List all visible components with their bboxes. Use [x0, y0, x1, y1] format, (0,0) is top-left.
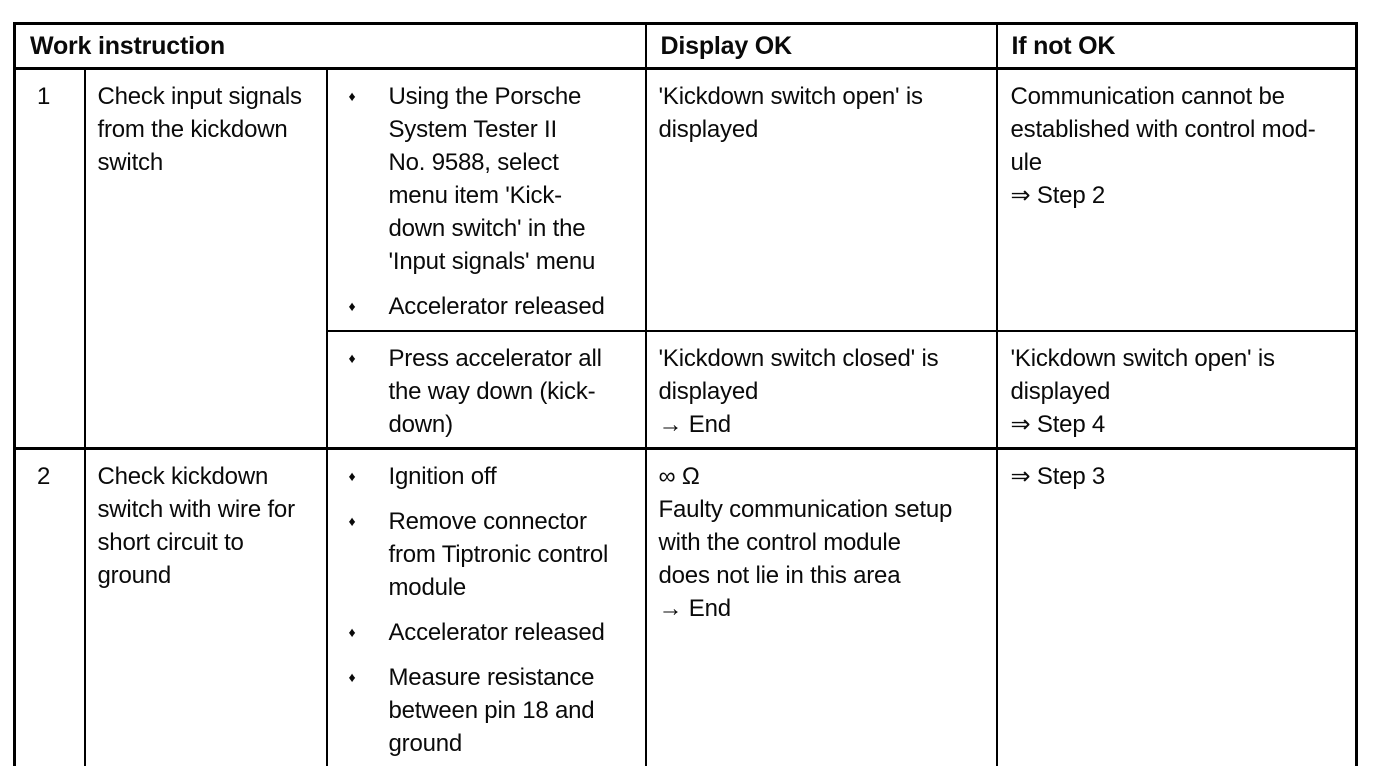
display-ok-cell: ∞ Ω Faulty communication setup with the … — [644, 446, 998, 766]
column-header-display-ok: Display OK — [644, 22, 998, 70]
diagnostic-table: Work instruction Display OK If not OK 1 … — [13, 22, 1359, 766]
step-number: 1 — [13, 67, 86, 449]
table-row-step2: 2 Check kickdown switch with wire for sh… — [13, 446, 1358, 766]
table-row-step1b: ♦ Press accelerator all the way down (ki… — [15, 329, 1358, 449]
instruction-bullet: ♦ Remove connector from Tiptronic contro… — [348, 505, 639, 604]
diamond-bullet-icon: ♦ — [348, 349, 356, 366]
instruction-text: Measure resistance between pin 18 and gr… — [388, 663, 595, 757]
diamond-bullet-icon: ♦ — [348, 88, 356, 104]
instruction-text: Accelerator released — [388, 618, 605, 646]
task-description: Check input signals from the kickdown sw… — [83, 67, 328, 449]
table-row-step1a: 1 Check input signals from the kickdown … — [13, 67, 1358, 449]
instruction-text: Using the Porsche System Tester II No. 9… — [388, 83, 596, 275]
step-number: 2 — [13, 446, 86, 766]
display-ok-cell: 'Kickdown switch open' is displayed — [644, 67, 998, 332]
instruction-text: Remove connector from Tiptronic control … — [388, 507, 609, 601]
instruction-cell: ♦ Press accelerator all the way down (ki… — [325, 329, 647, 449]
table-header-row: Work instruction Display OK If not OK — [13, 22, 1358, 70]
instruction-bullet: ♦ Accelerator released — [348, 616, 639, 649]
instruction-text: Press accelerator all the way down (kick… — [388, 344, 602, 438]
if-not-ok-cell: Communication cannot be established with… — [995, 67, 1358, 332]
instruction-text: Accelerator released — [388, 293, 605, 320]
column-header-work-instruction: Work instruction — [13, 22, 647, 70]
if-not-ok-cell: 'Kickdown switch open' is displayed ⇒ St… — [995, 329, 1358, 449]
column-header-if-not-ok: If not OK — [995, 22, 1358, 70]
diamond-bullet-icon: ♦ — [348, 467, 356, 484]
instruction-bullet: ♦ Press accelerator all the way down (ki… — [348, 342, 639, 441]
instruction-bullet: ♦ Ignition off — [348, 460, 639, 493]
if-not-ok-cell: ⇒ Step 3 — [995, 446, 1358, 766]
diamond-bullet-icon: ♦ — [348, 298, 356, 314]
task-description: Check kickdown switch with wire for shor… — [83, 446, 328, 766]
instruction-cell: ♦ Using the Porsche System Tester II No.… — [325, 67, 647, 332]
diamond-bullet-icon: ♦ — [348, 512, 356, 529]
diamond-bullet-icon: ♦ — [348, 623, 356, 640]
diamond-bullet-icon: ♦ — [348, 668, 356, 685]
instruction-cell: ♦ Ignition off ♦ Remove connector from T… — [325, 446, 647, 766]
instruction-bullet: ♦ Accelerator released — [348, 290, 639, 323]
instruction-text: Ignition off — [388, 462, 497, 490]
instruction-bullet: ♦ Measure resistance between pin 18 and … — [348, 661, 639, 760]
instruction-bullet: ♦ Using the Porsche System Tester II No.… — [348, 80, 639, 278]
display-ok-cell: 'Kickdown switch closed' is displayed → … — [644, 329, 998, 449]
